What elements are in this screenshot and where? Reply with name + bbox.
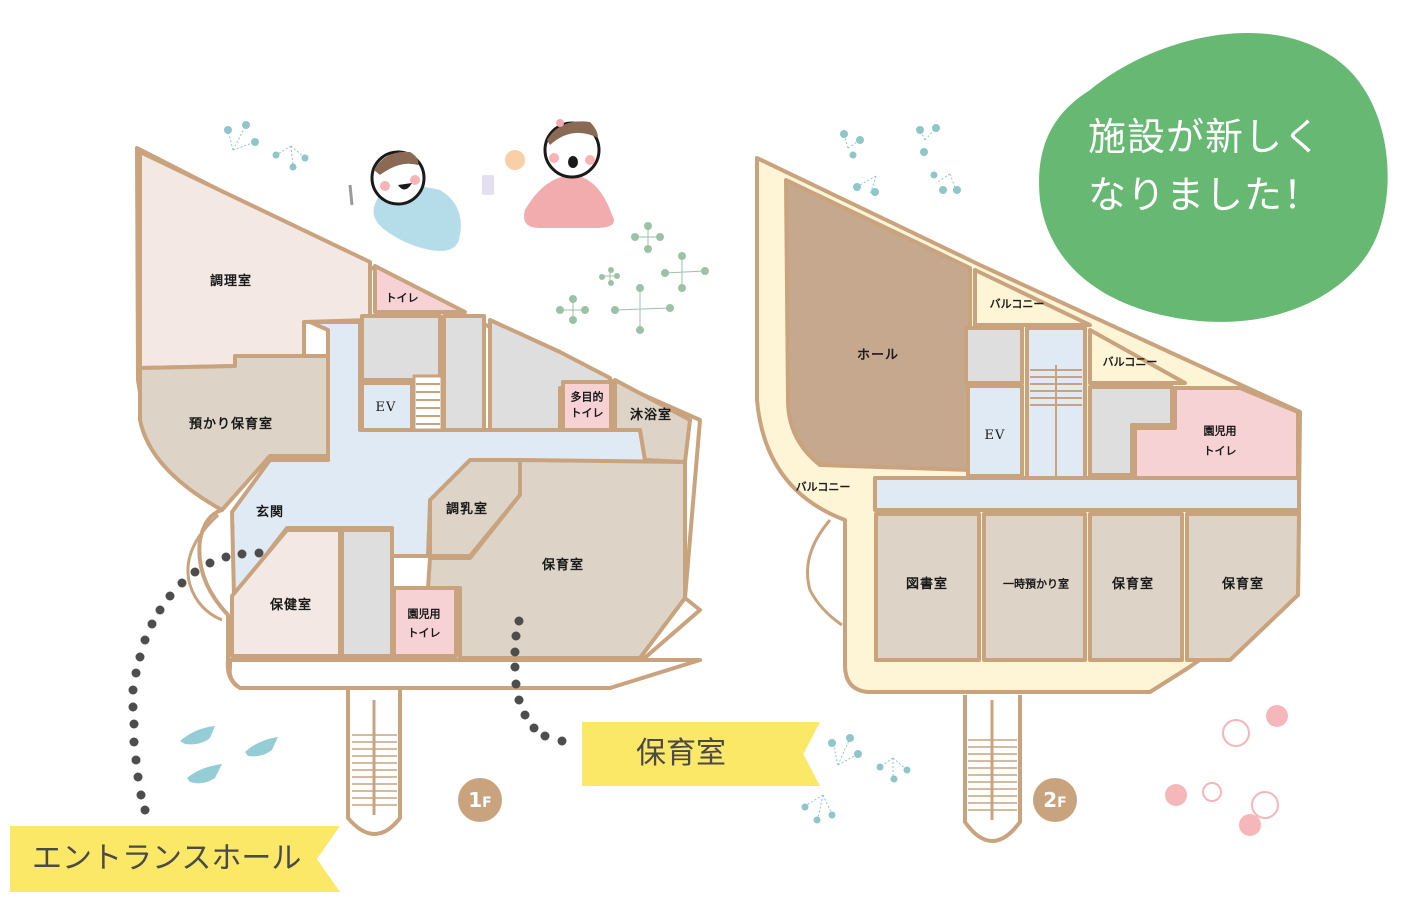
- room-nursery-2f-a: 保育室: [1111, 577, 1155, 593]
- room-kitchen: 調理室: [209, 274, 253, 290]
- headline: 施設が新しく なりました！: [1040, 108, 1370, 224]
- floor-badge-2f-number: 2: [1043, 788, 1058, 812]
- room-balcony-middle: バルコニー: [1102, 355, 1158, 369]
- floor-badge-2f-suffix: F: [1057, 795, 1067, 811]
- room-library: 図書室: [905, 577, 949, 593]
- room-kids-toilet-1f-line2: トイレ: [407, 626, 441, 640]
- baby-girl-illustration: [482, 119, 614, 228]
- room-milk-preparation: 調乳室: [445, 502, 489, 518]
- room-temporary-daycare: 預かり保育室: [188, 417, 274, 433]
- room-nursery-1f: 保育室: [541, 558, 585, 574]
- room-elevator-2f: EV: [984, 428, 1006, 444]
- floor-1f-plan: [135, 146, 702, 836]
- room-temporary-care: 一時預かり室: [1003, 577, 1069, 591]
- room-health: 保健室: [269, 598, 313, 614]
- room-elevator-1f: EV: [375, 400, 397, 416]
- room-kids-toilet-1f-line1: 園児用: [407, 607, 441, 621]
- flower-decoration-icon: [1202, 719, 1279, 819]
- floor-2f-plan: [755, 156, 1302, 843]
- room-nursery-2f-b: 保育室: [1221, 577, 1265, 593]
- cross-sprig-decoration-icon: [556, 222, 709, 334]
- flower-filled-decoration-icon: [1165, 705, 1288, 836]
- room-kids-toilet-2f-line2: トイレ: [1203, 444, 1237, 458]
- room-balcony-upper: バルコニー: [989, 297, 1045, 311]
- room-multipurpose-toilet-line2: トイレ: [570, 406, 604, 420]
- bird-decoration-icon: [180, 726, 278, 784]
- floor-badge-1f-number: 1: [468, 788, 483, 812]
- room-bath: 沐浴室: [629, 408, 673, 424]
- room-toilet-small: トイレ: [385, 291, 419, 305]
- callout-entrance-hall: エントランスホール: [10, 826, 340, 892]
- room-hall: ホール: [856, 348, 900, 364]
- floor-badge-1f: 1F: [458, 778, 502, 822]
- callout-dots: [128, 548, 567, 815]
- callout-nursery: 保育室: [582, 722, 820, 786]
- floor-badge-1f-suffix: F: [482, 795, 492, 811]
- sprig-decoration-icon: [224, 121, 961, 824]
- headline-line1: 施設が新しく: [1087, 115, 1322, 159]
- room-balcony-left: バルコニー: [795, 480, 851, 494]
- headline-blob: [1039, 32, 1388, 322]
- floor-badge-2f: 2F: [1033, 778, 1077, 822]
- headline-line2: なりました！: [1087, 173, 1322, 217]
- room-kids-toilet-2f-line1: 園児用: [1203, 424, 1237, 438]
- room-entrance: 玄関: [255, 505, 285, 521]
- room-multipurpose-toilet-line1: 多目的: [570, 390, 604, 404]
- baby-boy-illustration: [348, 150, 461, 251]
